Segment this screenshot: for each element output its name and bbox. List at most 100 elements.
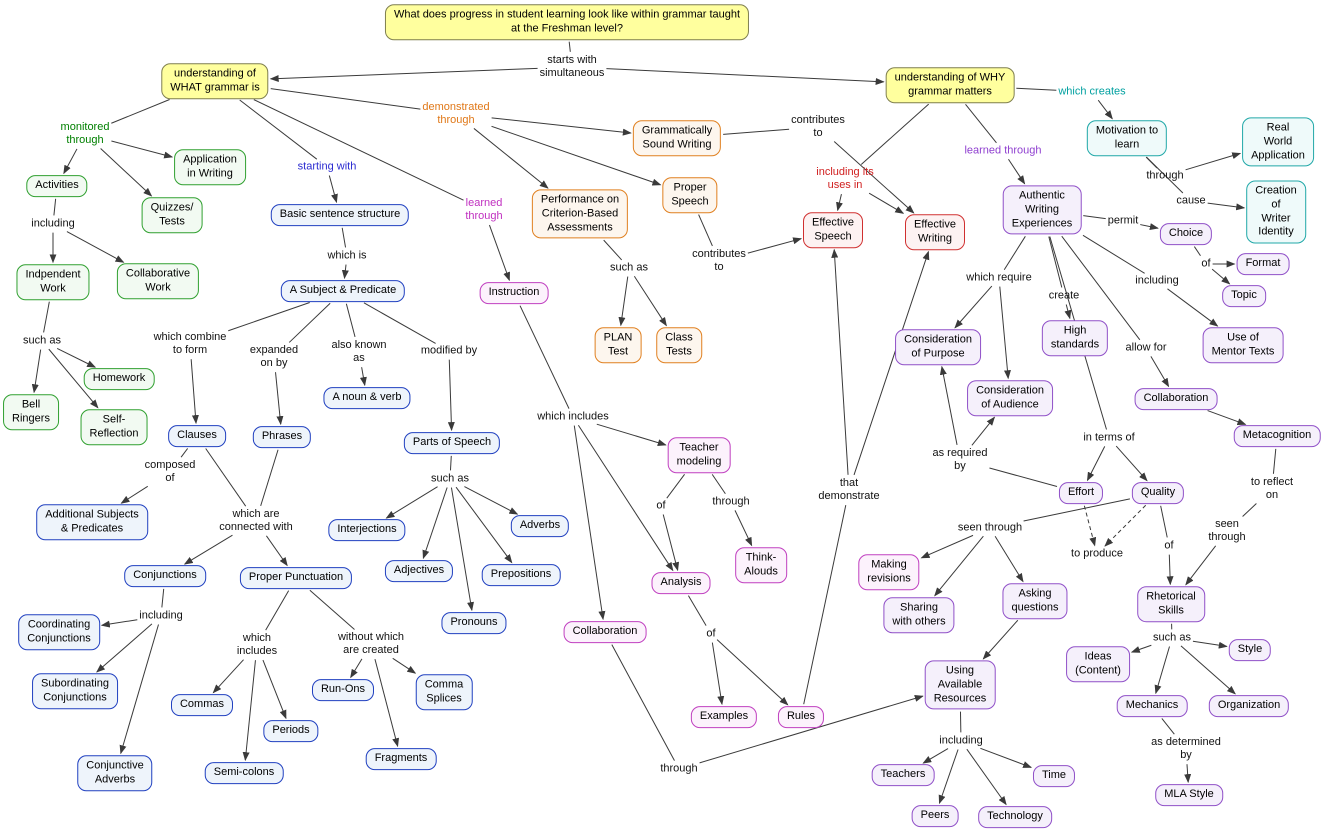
node-teacher-modeling[interactable]: Teacher modeling [667,437,731,473]
node-making-revisions[interactable]: Making revisions [858,554,920,590]
node-sharing[interactable]: Sharing with others [883,597,955,633]
edge-line [242,660,256,762]
node-quizzes[interactable]: Quizzes/ Tests [141,197,203,233]
node-effort[interactable]: Effort [1058,482,1104,504]
node-self-reflection[interactable]: Self- Reflection [80,409,148,445]
node-effective-speech[interactable]: Effective Speech [803,212,863,248]
node-writer-identity[interactable]: Creation of Writer Identity [1246,180,1306,244]
node-ideas[interactable]: Ideas (Content) [1066,646,1130,682]
edge-line [853,250,930,476]
node-conjunctive-adverbs[interactable]: Conjunctive Adverbs [77,755,153,791]
node-clauses[interactable]: Clauses [168,425,226,447]
node-independent[interactable]: Indpendent Work [16,264,90,300]
node-mentor-texts[interactable]: Use of Mentor Texts [1202,327,1284,363]
node-adverbs[interactable]: Adverbs [510,515,570,537]
edge-line [265,535,288,567]
edge-label-l-alsoknown: also known as [331,338,387,364]
edge-line [1130,644,1152,653]
node-using-resources[interactable]: Using Available Resources [924,660,996,710]
node-homework[interactable]: Homework [83,368,155,390]
node-style[interactable]: Style [1228,639,1272,661]
node-semicolons[interactable]: Semi-colons [204,762,284,784]
node-time[interactable]: Time [1032,765,1076,787]
node-fragments[interactable]: Fragments [365,748,437,770]
node-periods[interactable]: Periods [263,720,319,742]
edge-line [1160,505,1168,538]
node-conjunctions[interactable]: Conjunctions [124,565,206,587]
node-class-tests[interactable]: Class Tests [656,327,702,363]
node-asking-questions[interactable]: Asking questions [1002,583,1068,619]
node-proper-punctuation[interactable]: Proper Punctuation [239,567,353,589]
edge-label-l-of-choice: of [1201,257,1211,270]
node-coordinating[interactable]: Coordinating Conjunctions [18,614,100,650]
edge-label-l-expanded: expanded on by [249,343,299,369]
node-runons[interactable]: Run-Ons [311,679,375,701]
node-authentic[interactable]: Authentic Writing Experiences [1002,185,1082,235]
node-adjectives[interactable]: Adjectives [384,560,454,582]
node-rules[interactable]: Rules [777,706,825,728]
node-mechanics[interactable]: Mechanics [1116,695,1188,717]
node-gram-sound[interactable]: Grammatically Sound Writing [632,120,722,156]
node-comma-splices[interactable]: Comma Splices [415,674,473,710]
node-real-world[interactable]: Real World Application [1242,117,1314,167]
edge-line [716,639,789,706]
node-rhetorical[interactable]: Rhetorical Skills [1137,586,1205,622]
node-app-writing[interactable]: Application in Writing [174,149,246,185]
node-collaboration-right[interactable]: Collaboration [1134,388,1218,410]
edge-line [374,658,400,748]
node-technology[interactable]: Technology [978,806,1052,828]
node-collaboration-left[interactable]: Collaboration [563,621,647,643]
node-peers[interactable]: Peers [911,805,959,827]
node-topic[interactable]: Topic [1222,285,1266,307]
edge-label-l-allowfor: allow for [1125,341,1167,354]
edge-label-l-withoutwhich: without which are created [337,630,405,656]
node-basic-sentence[interactable]: Basic sentence structure [270,204,410,226]
node-consideration-purpose[interactable]: Consideration of Purpose [895,329,981,365]
node-pronouns[interactable]: Pronouns [441,612,507,634]
node-collaborative-work[interactable]: Collaborative Work [116,263,200,299]
node-perf-assess[interactable]: Performance on Criterion-Based Assessmen… [531,189,629,239]
node-effective-writing[interactable]: Effective Writing [905,214,965,250]
node-interjections[interactable]: Interjections [328,519,406,541]
edge-line [568,41,571,52]
node-mla[interactable]: MLA Style [1155,784,1223,806]
node-teachers[interactable]: Teachers [871,764,935,786]
node-instruction[interactable]: Instruction [479,282,549,304]
node-phrases[interactable]: Phrases [252,426,312,448]
edge-line [161,588,165,608]
node-activities[interactable]: Activities [26,175,88,197]
node-high-standards[interactable]: High standards [1041,320,1109,356]
node-bell-ringers[interactable]: Bell Ringers [3,394,59,430]
edge-label-l-contributes1: contributes to [791,113,845,139]
node-parts-of-speech[interactable]: Parts of Speech [403,432,501,454]
node-plan-test[interactable]: PLAN Test [594,327,642,363]
node-think-alouds[interactable]: Think- Alouds [735,547,787,583]
node-what-grammar[interactable]: understanding of WHAT grammar is [161,63,269,99]
node-subject-predicate[interactable]: A Subject & Predicate [280,280,406,302]
edge-line [1185,545,1217,586]
node-organization[interactable]: Organization [1208,695,1290,717]
node-motivation[interactable]: Motivation to learn [1086,120,1168,156]
edge-label-l-including-right: including [1135,274,1179,287]
node-additional-subjects[interactable]: Additional Subjects & Predicates [36,504,148,540]
node-commas[interactable]: Commas [170,694,234,716]
node-noun-verb[interactable]: A noun & verb [323,387,411,409]
edge-label-l-composedof: composed of [144,458,196,484]
node-analysis[interactable]: Analysis [651,572,711,594]
node-subordinating[interactable]: Subordinating Conjunctions [32,673,118,709]
node-consideration-audience[interactable]: Consideration of Audience [967,380,1053,416]
node-why-grammar[interactable]: understanding of WHY grammar matters [885,67,1015,103]
node-proper-speech[interactable]: Proper Speech [662,177,718,213]
edge-line [288,302,331,343]
node-title[interactable]: What does progress in student learning l… [384,4,750,40]
node-prepositions[interactable]: Prepositions [481,564,561,586]
node-examples[interactable]: Examples [690,706,758,728]
node-choice[interactable]: Choice [1159,223,1213,245]
node-quality[interactable]: Quality [1131,482,1185,504]
edge-line [1207,410,1247,425]
node-format[interactable]: Format [1236,253,1290,275]
node-metacognition[interactable]: Metacognition [1233,425,1321,447]
edge-line [275,372,284,426]
edge-label-l-suchas-blue: such as [431,472,469,485]
edge-label-l-of-analysis: of [656,499,666,512]
